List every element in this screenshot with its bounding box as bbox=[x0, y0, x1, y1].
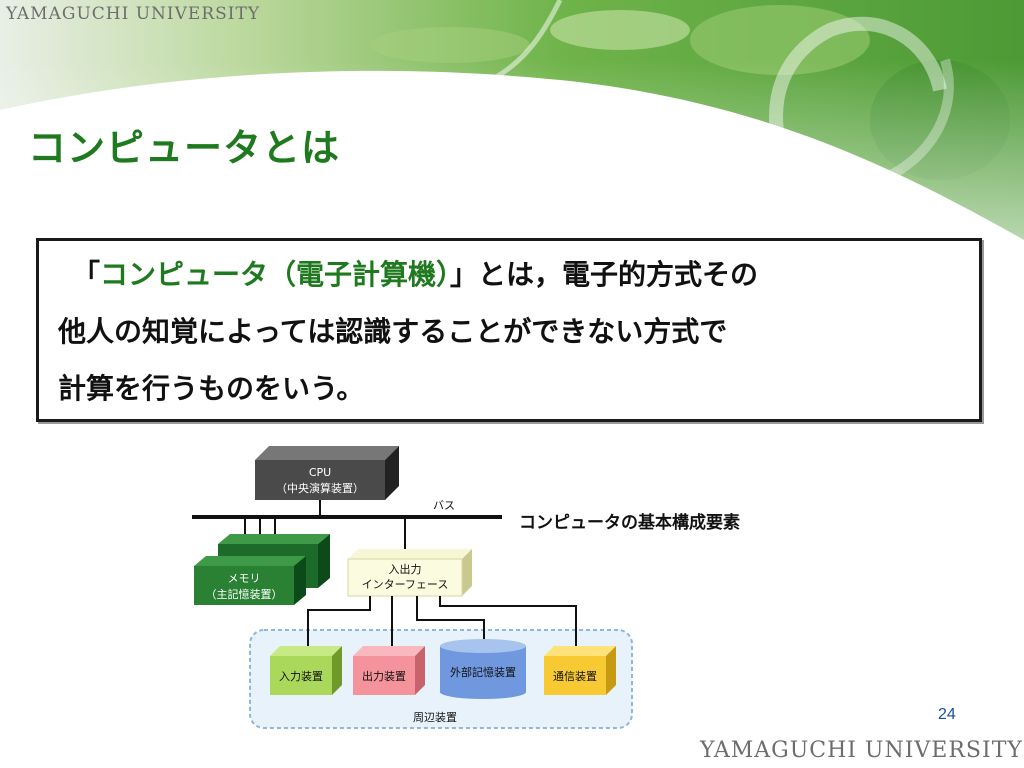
bus-label: バス bbox=[433, 499, 455, 512]
cpu-label-1: CPU bbox=[309, 466, 331, 479]
communication-device-block: 通信装置 bbox=[544, 646, 616, 695]
definition-term: コンピュータ（電子計算機） bbox=[100, 258, 451, 291]
definition-line-2: 他人の知覚によっては認識することができない方式で bbox=[58, 315, 728, 348]
definition-box bbox=[36, 238, 982, 422]
input-device-label: 入力装置 bbox=[279, 670, 323, 683]
page-number: 24 bbox=[938, 706, 956, 723]
definition-line-3: 計算を行うものをいう。 bbox=[58, 372, 365, 405]
cpu-block: CPU （中央演算装置） bbox=[255, 446, 399, 500]
computer-components-diagram: CPU （中央演算装置） バス メモリ （主記憶装置） 入出力 インターフェース bbox=[180, 440, 640, 739]
university-name-top: YAMAGUCHI UNIVERSITY bbox=[6, 4, 261, 24]
io-label-2: インターフェース bbox=[362, 578, 449, 591]
diagram-caption: コンピュータの基本構成要素 bbox=[519, 513, 740, 533]
definition-line-1: 「コンピュータ（電子計算機）」とは，電子的方式その bbox=[58, 246, 968, 303]
output-device-label: 出力装置 bbox=[362, 669, 406, 683]
io-label-1: 入出力 bbox=[389, 562, 422, 576]
io-interface-block: 入出力 インターフェース bbox=[347, 549, 472, 597]
leaf-background-graphic bbox=[0, 0, 1024, 240]
peripheral-label: 周辺装置 bbox=[413, 711, 457, 724]
definition-line-1-rest: 」とは，電子的方式その bbox=[450, 258, 759, 291]
definition-text: 「コンピュータ（電子計算機）」とは，電子的方式その 他人の知覚によっては認識する… bbox=[58, 246, 968, 417]
input-device-block: 入力装置 bbox=[270, 646, 342, 695]
memory-label-2: （主記憶装置） bbox=[206, 587, 283, 601]
university-name-bottom: YAMAGUCHI UNIVERSITY bbox=[700, 738, 1023, 763]
external-storage-label: 外部記憶装置 bbox=[450, 665, 516, 679]
communication-device-label: 通信装置 bbox=[553, 670, 597, 683]
header-banner: YAMAGUCHI UNIVERSITY bbox=[0, 0, 1024, 240]
external-storage-block: 外部記憶装置 bbox=[440, 639, 526, 699]
slide-title: コンピュータとは bbox=[28, 126, 341, 170]
memory-label-1: メモリ bbox=[228, 572, 261, 585]
cpu-label-2: （中央演算装置） bbox=[276, 481, 364, 495]
definition-open-bracket: 「 bbox=[86, 258, 101, 291]
output-device-block: 出力装置 bbox=[353, 646, 425, 695]
memory-block: メモリ （主記憶装置） bbox=[194, 534, 330, 605]
